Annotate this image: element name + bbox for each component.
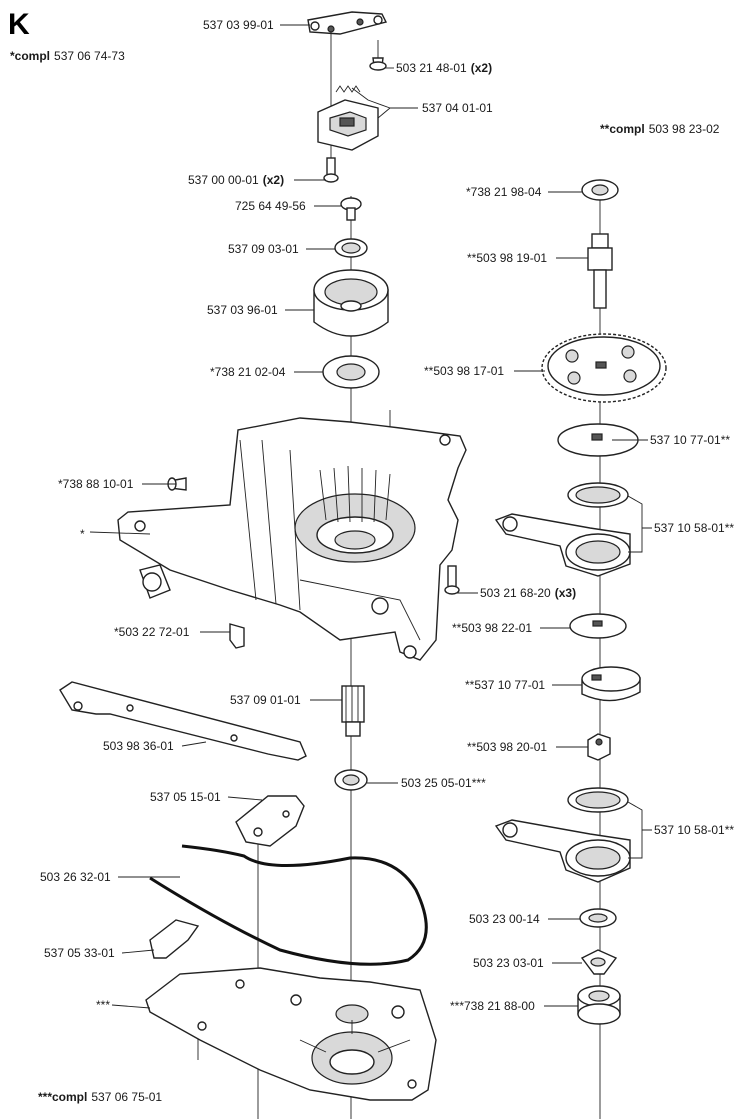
- eccentric-part: [581, 666, 641, 702]
- bearing-part: [577, 985, 621, 1025]
- clip-part: [229, 623, 245, 649]
- callout-qty: (x2): [263, 173, 284, 187]
- callout-label: *503 22 72-01: [114, 625, 190, 639]
- callout-label: ***738 21 88-00: [450, 999, 535, 1013]
- guide-plate-part: [59, 681, 307, 761]
- callout-label: 537 10 58-01**: [654, 521, 734, 535]
- assembly-number: 537 06 74-73: [54, 49, 125, 63]
- triangular-washer-part: [580, 949, 618, 975]
- leader-lines: [89, 24, 652, 1009]
- callout-label: 537 05 15-01: [150, 790, 221, 804]
- assembly-prefix: *compl: [10, 49, 50, 63]
- callout-label: 503 25 05-01***: [401, 776, 486, 790]
- screw-part: [323, 157, 339, 183]
- callout-qty: (x2): [471, 61, 492, 75]
- callout-label: 537 03 96-01: [207, 303, 278, 317]
- callout-label: 503 21 48-01 (x2): [396, 61, 492, 75]
- callout-label: 537 09 01-01: [230, 693, 301, 707]
- callout-label: **503 98 17-01: [424, 364, 504, 378]
- assembly-prefix: ***compl: [38, 1090, 87, 1104]
- guide-block-part: [149, 919, 200, 959]
- bearing-part: [322, 355, 380, 389]
- assembly-label-bottom-left: ***compl 537 06 75-01: [38, 1090, 162, 1104]
- callout-number: 503 21 48-01: [396, 61, 467, 75]
- callout-label: **503 98 20-01: [467, 740, 547, 754]
- crankcase-housing-part: [117, 417, 467, 661]
- seal-ring-part: [334, 238, 368, 258]
- screw-part: [369, 40, 387, 71]
- callout-label: **537 10 77-01: [465, 678, 545, 692]
- assembly-number: 503 98 23-02: [649, 122, 720, 136]
- callout-label: 725 64 49-56: [235, 199, 306, 213]
- lower-cover-part: [145, 967, 437, 1101]
- callout-label: *738 21 02-04: [210, 365, 286, 379]
- callout-label: 503 23 00-14: [469, 912, 540, 926]
- cable-part: [149, 844, 428, 966]
- clutch-block-part: [317, 99, 379, 151]
- connecting-rod-part: [494, 787, 631, 883]
- callout-label: **503 98 22-01: [452, 621, 532, 635]
- callout-label: 537 03 99-01: [203, 18, 274, 32]
- callout-number: 503 21 68-20: [480, 586, 551, 600]
- top-plate-part: [307, 11, 388, 35]
- callout-label: 503 26 32-01: [40, 870, 111, 884]
- assembly-number: 537 06 75-01: [91, 1090, 162, 1104]
- callout-label: *: [80, 527, 85, 541]
- nut-part: [587, 733, 611, 761]
- pinion-part: [341, 685, 365, 737]
- callout-label: *738 21 98-04: [466, 185, 542, 199]
- bearing-part: [334, 769, 368, 791]
- callout-label: *738 88 10-01: [58, 477, 134, 491]
- callout-label: 537 09 03-01: [228, 242, 299, 256]
- callout-label: ***: [96, 998, 110, 1012]
- spring-part: [335, 85, 361, 93]
- callout-label: 537 10 77-01**: [650, 433, 730, 447]
- shaft-part: [587, 233, 613, 309]
- callout-label: **503 98 19-01: [467, 251, 547, 265]
- gear-part: [541, 333, 667, 403]
- callout-label: 537 10 58-01**: [654, 823, 734, 837]
- seal-ring-part: [581, 179, 619, 201]
- connecting-rod-part: [494, 482, 631, 577]
- section-letter: K: [8, 8, 30, 41]
- washer-part: [579, 908, 617, 928]
- callout-qty: (x3): [555, 586, 576, 600]
- callout-label: 503 21 68-20 (x3): [480, 586, 576, 600]
- assembly-label-top-right: **compl 503 98 23-02: [600, 122, 720, 136]
- assembly-prefix: **compl: [600, 122, 645, 136]
- drum-part: [313, 269, 389, 337]
- bracket-part: [235, 795, 305, 847]
- callout-label: 537 05 33-01: [44, 946, 115, 960]
- assembly-label-top-left: *compl 537 06 74-73: [10, 49, 125, 63]
- callout-label: 503 23 03-01: [473, 956, 544, 970]
- callout-label: 503 98 36-01: [103, 739, 174, 753]
- callout-label: 537 04 01-01: [422, 101, 493, 115]
- bolt-part: [444, 565, 460, 595]
- callouts: 537 03 99-01 503 21 48-01 (x2) 537 04 01-…: [40, 18, 734, 1013]
- callout-label: 537 00 00-01 (x2): [188, 173, 284, 187]
- callout-number: 537 00 00-01: [188, 173, 259, 187]
- bolt-part: [340, 197, 362, 221]
- washer-part: [569, 613, 627, 639]
